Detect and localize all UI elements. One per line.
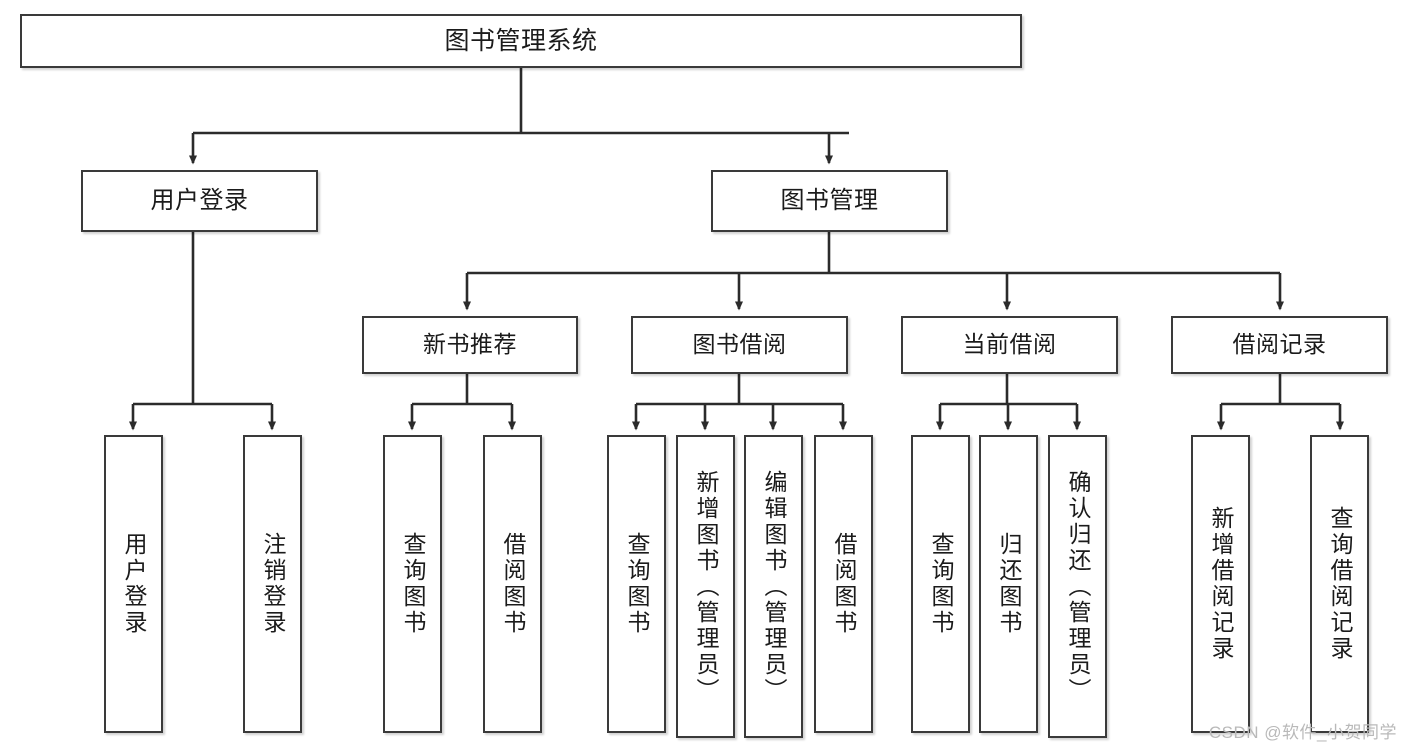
node-user-login[interactable]: 用户登录: [81, 170, 318, 232]
node-leaf-user-login-label: 用户登录: [121, 532, 147, 636]
node-leaf-query-book-2[interactable]: 查询图书: [607, 435, 666, 733]
node-leaf-confirm-return[interactable]: 确认归还（管理员）: [1048, 435, 1107, 738]
node-leaf-return-book-label: 归还图书: [996, 532, 1022, 636]
node-leaf-borrow-book-2[interactable]: 借阅图书: [814, 435, 873, 733]
node-leaf-add-record-label: 新增借阅记录: [1208, 506, 1234, 662]
node-leaf-add-book-label: 新增图书（管理员）: [693, 469, 719, 704]
node-book-manage-label: 图书管理: [780, 186, 879, 214]
node-leaf-edit-book-label: 编辑图书（管理员）: [761, 469, 787, 704]
node-root[interactable]: 图书管理系统: [20, 14, 1022, 68]
watermark: CSDN @软件_小贺同学: [1208, 723, 1397, 742]
node-leaf-query-book-1-label: 查询图书: [400, 532, 426, 636]
node-leaf-add-book[interactable]: 新增图书（管理员）: [676, 435, 735, 738]
node-leaf-edit-book[interactable]: 编辑图书（管理员）: [744, 435, 803, 738]
node-book-borrow[interactable]: 图书借阅: [631, 316, 848, 374]
node-user-login-label: 用户登录: [150, 186, 249, 214]
node-current-borrow[interactable]: 当前借阅: [901, 316, 1118, 374]
node-book-manage[interactable]: 图书管理: [711, 170, 948, 232]
node-current-borrow-label: 当前借阅: [962, 331, 1057, 358]
node-leaf-query-book-2-label: 查询图书: [624, 532, 650, 636]
node-leaf-logout-label: 注销登录: [260, 532, 286, 636]
node-leaf-confirm-return-label: 确认归还（管理员）: [1065, 469, 1091, 704]
node-leaf-borrow-book-2-label: 借阅图书: [831, 532, 857, 636]
node-leaf-user-login[interactable]: 用户登录: [104, 435, 163, 733]
node-leaf-query-book-1[interactable]: 查询图书: [383, 435, 442, 733]
node-borrow-record-label: 借阅记录: [1232, 331, 1327, 358]
node-leaf-borrow-book-1[interactable]: 借阅图书: [483, 435, 542, 733]
node-leaf-add-record[interactable]: 新增借阅记录: [1191, 435, 1250, 733]
node-book-borrow-label: 图书借阅: [692, 331, 787, 358]
node-leaf-logout[interactable]: 注销登录: [243, 435, 302, 733]
node-leaf-return-book[interactable]: 归还图书: [979, 435, 1038, 733]
node-leaf-query-record-label: 查询借阅记录: [1327, 506, 1353, 662]
node-leaf-borrow-book-1-label: 借阅图书: [500, 532, 526, 636]
node-borrow-record[interactable]: 借阅记录: [1171, 316, 1388, 374]
node-new-book-rec-label: 新书推荐: [423, 331, 517, 358]
node-leaf-query-book-3[interactable]: 查询图书: [911, 435, 970, 733]
node-leaf-query-record[interactable]: 查询借阅记录: [1310, 435, 1369, 733]
node-leaf-query-book-3-label: 查询图书: [928, 532, 954, 636]
node-root-label: 图书管理系统: [444, 27, 598, 55]
node-new-book-rec[interactable]: 新书推荐: [362, 316, 578, 374]
